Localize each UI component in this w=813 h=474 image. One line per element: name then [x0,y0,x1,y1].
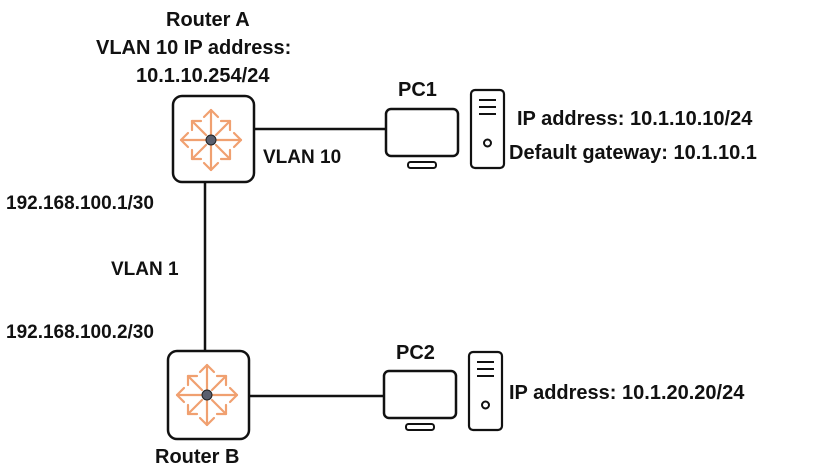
router-a-vlan-ip: 10.1.10.254/24 [136,65,270,87]
pc1-name: PC1 [398,79,437,101]
pc1-ip: IP address: 10.1.10.10/24 [517,108,753,130]
pc1-tower-icon[interactable] [469,88,506,170]
link-label-vlan1: VLAN 1 [111,259,179,280]
router-b-icon[interactable] [166,349,251,441]
pc1-gateway: Default gateway: 10.1.10.1 [509,142,757,164]
router-a-uplink-ip: 192.168.100.1/30 [6,193,154,214]
pc2-ip: IP address: 10.1.20.20/24 [509,382,745,404]
pc2-name: PC2 [396,342,435,364]
router-a-vlan-ip-label: VLAN 10 IP address: [96,37,292,59]
link-label-vlan10: VLAN 10 [263,147,342,168]
router-b-uplink-ip: 192.168.100.2/30 [6,322,154,343]
pc2-monitor-icon[interactable] [382,369,458,432]
pc2-tower-icon[interactable] [467,350,504,432]
router-a-name: Router A [166,9,250,31]
router-b-name: Router B [155,446,240,468]
router-a-icon[interactable] [171,94,256,184]
pc1-monitor-icon[interactable] [384,107,460,170]
